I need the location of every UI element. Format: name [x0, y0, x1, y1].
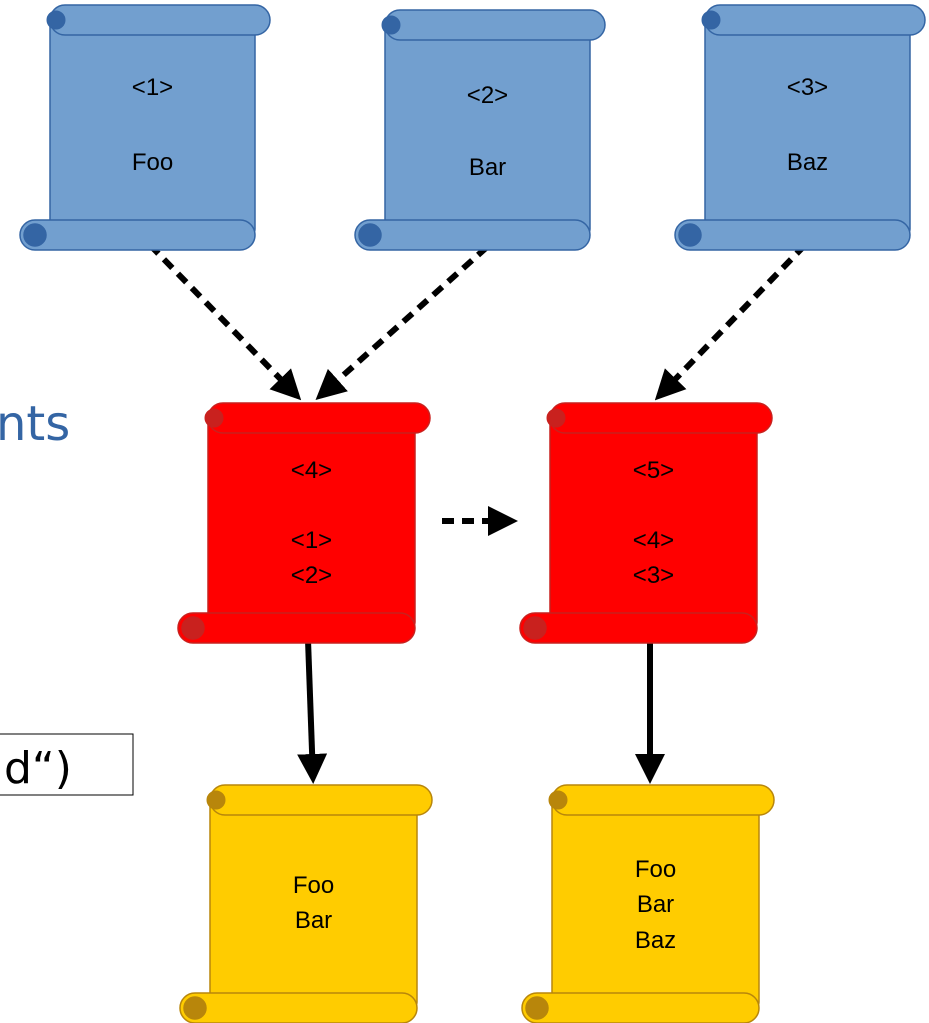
scroll-bottom-curl: [181, 616, 205, 640]
scroll-node-5-text-3: <3>: [633, 562, 674, 589]
scroll-top-curl: [381, 15, 401, 35]
scroll-node-2: <2> Bar: [354, 9, 606, 251]
dashed-arrow-n1-to-n4: [147, 242, 302, 401]
scroll-top-roll: [704, 4, 926, 36]
scroll-body: [49, 19, 256, 236]
scroll-node-3: <3> Baz: [674, 4, 926, 251]
dashed-arrow-n3-to-n5: [654, 242, 808, 401]
scroll-node-4-text-2: <1>: [291, 527, 332, 554]
scroll-result-2-text-1: Foo: [635, 856, 676, 883]
scroll-bottom-roll: [521, 992, 760, 1023]
scroll-bottom-curl: [183, 996, 207, 1020]
scroll-top-curl: [206, 790, 226, 810]
scroll-bottom-roll: [19, 219, 256, 251]
scroll-bottom-curl: [678, 223, 702, 247]
scroll-bottom-curl: [358, 223, 382, 247]
partial-title-text: nts: [0, 396, 70, 452]
scroll-node-1-text-2: Foo: [132, 149, 173, 176]
scroll-bottom-roll: [519, 612, 758, 644]
scroll-result-2-text-3: Baz: [635, 927, 676, 954]
scroll-top-curl: [546, 408, 566, 428]
scroll-node-1-text-1: <1>: [132, 74, 173, 101]
dashed-arrow-n2-to-n4: [315, 244, 489, 400]
scroll-node-4: <4> <1> <2>: [177, 402, 431, 644]
scroll-bottom-roll: [354, 219, 591, 251]
scroll-top-curl: [46, 10, 66, 30]
scroll-top-curl: [548, 790, 568, 810]
scroll-node-3-text-2: Baz: [787, 149, 828, 176]
scroll-result-1-text-2: Bar: [295, 907, 332, 934]
scroll-bottom-curl: [525, 996, 549, 1020]
scroll-top-roll: [549, 402, 773, 434]
scroll-node-1: <1> Foo: [19, 4, 271, 251]
scroll-bottom-roll: [179, 992, 418, 1023]
solid-arrow-n4-to-r1: [297, 639, 328, 784]
scroll-top-roll: [49, 4, 271, 36]
scroll-node-5: <5> <4> <3>: [519, 402, 773, 644]
scroll-body: [209, 799, 418, 1009]
scroll-node-4-text-1: <4>: [291, 457, 332, 484]
scroll-top-curl: [701, 10, 721, 30]
scroll-bottom-roll: [674, 219, 911, 251]
scroll-node-2-text-2: Bar: [469, 154, 506, 181]
scroll-result-1-text-1: Foo: [293, 872, 334, 899]
scroll-body: [384, 24, 591, 236]
scroll-bottom-curl: [23, 223, 47, 247]
scroll-top-roll: [209, 784, 433, 816]
scroll-bottom-roll: [177, 612, 416, 644]
scroll-node-5-text-1: <5>: [633, 457, 674, 484]
scroll-node-5-text-2: <4>: [633, 527, 674, 554]
scroll-nodes: <1>Foo<2>Bar<3>Baz<4><1><2><5><4><3>FooB…: [19, 4, 926, 1023]
scroll-node-4-text-3: <2>: [291, 562, 332, 589]
scroll-result-2-text-2: Bar: [637, 891, 674, 918]
partial-text-box: [0, 733, 134, 796]
scroll-body: [549, 417, 758, 629]
partial-box-text: d“): [4, 743, 72, 794]
scroll-node-3-text-1: <3>: [787, 74, 828, 101]
scroll-body: [704, 19, 911, 236]
scroll-top-roll: [551, 784, 775, 816]
scroll-node-2-text-1: <2>: [467, 82, 508, 109]
scroll-top-curl: [204, 408, 224, 428]
scroll-top-roll: [207, 402, 431, 434]
arrows: [147, 242, 808, 784]
scroll-bottom-curl: [523, 616, 547, 640]
scroll-top-roll: [384, 9, 606, 41]
scroll-body: [207, 417, 416, 629]
